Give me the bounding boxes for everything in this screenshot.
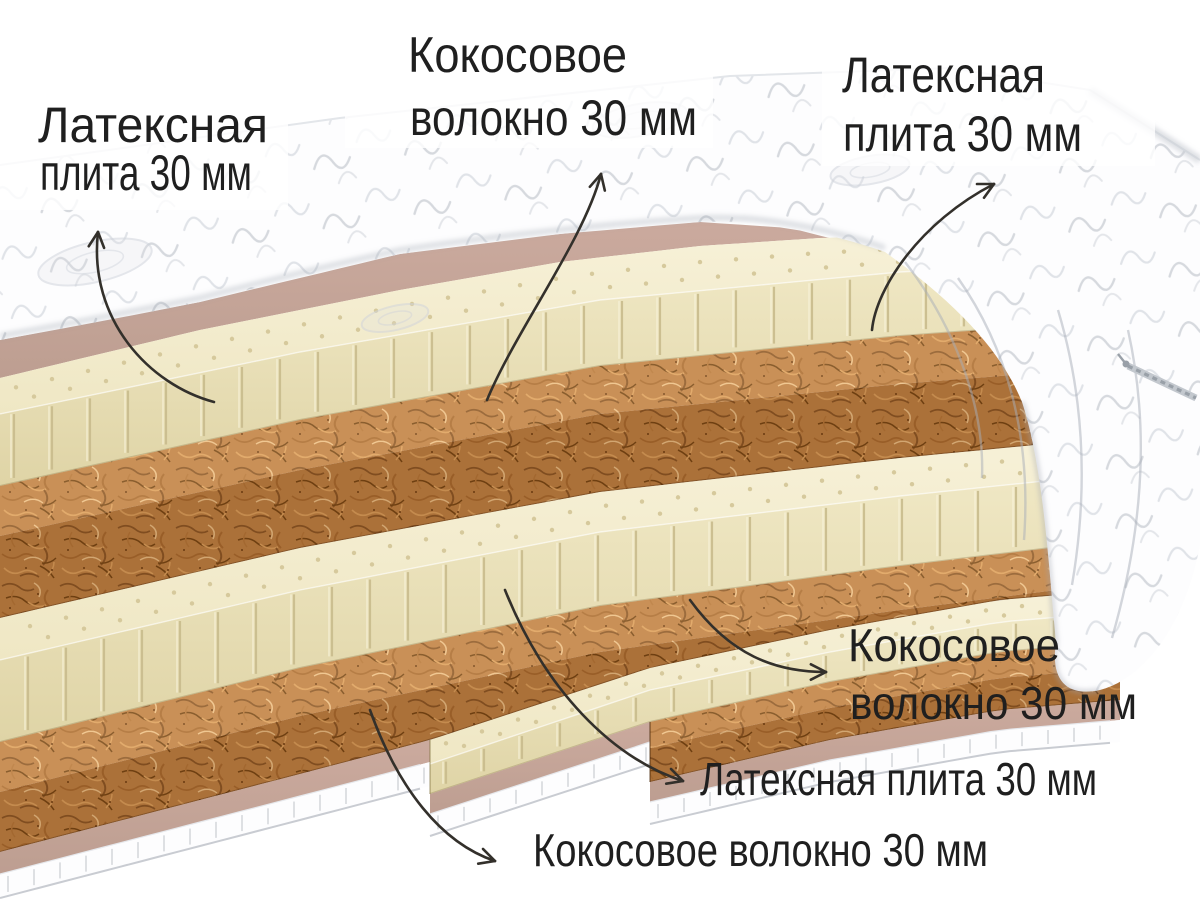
callout-latex-bottom-right: Латексная плита 30 мм bbox=[700, 753, 1097, 805]
label-coir-top-center-line1: Кокосовое bbox=[408, 27, 627, 83]
callout-arrows bbox=[87, 172, 996, 865]
callout-latex-top-left: Латексная плита 30 мм bbox=[0, 58, 288, 210]
label-backdrop bbox=[0, 58, 288, 210]
label-coir-right-line1: Кокосовое bbox=[848, 619, 1060, 671]
callout-coir-right: Кокосовое волокно 30 мм bbox=[848, 619, 1137, 729]
label-backdrop bbox=[822, 40, 1155, 166]
label-latex-top-right-line1: Латексная bbox=[842, 47, 1045, 103]
arrow-latex-top-right bbox=[870, 182, 996, 332]
label-coir-right-line2: волокно 30 мм bbox=[850, 677, 1137, 729]
mattress-bottom-left bbox=[0, 740, 430, 899]
arrow-latex-bottom-right bbox=[503, 588, 685, 785]
label-latex-bottom-right-line1: Латексная плита 30 мм bbox=[700, 753, 1097, 805]
mattress-bottom-right bbox=[649, 700, 1120, 825]
mattress-bottom-middle bbox=[429, 722, 651, 837]
label-coir-top-center-line2: волокно 30 мм bbox=[410, 90, 697, 146]
callout-labels: Латексная плита 30 мм Кокосовое волокно … bbox=[0, 22, 1155, 876]
zipper-icon bbox=[1117, 353, 1198, 402]
label-coir-bottom-line1: Кокосовое волокно 30 мм bbox=[533, 824, 988, 876]
label-backdrop bbox=[345, 22, 713, 148]
arrow-coir-bottom bbox=[368, 708, 497, 865]
callout-latex-top-right: Латексная плита 30 мм bbox=[822, 40, 1155, 166]
callout-coir-top-center: Кокосовое волокно 30 мм bbox=[345, 22, 713, 148]
label-latex-top-right-line2: плита 30 мм bbox=[843, 106, 1082, 162]
callout-coir-bottom: Кокосовое волокно 30 мм bbox=[533, 824, 988, 876]
arrow-coir-top-center bbox=[485, 172, 607, 402]
mattress-layers-art bbox=[0, 66, 1200, 899]
label-latex-top-left-line1: Латексная bbox=[38, 97, 268, 153]
layer-felt-top bbox=[0, 222, 845, 378]
layer-coir-3 bbox=[649, 642, 1120, 783]
arrow-latex-top-left bbox=[87, 230, 216, 404]
arrow-coir-right bbox=[688, 598, 828, 682]
quilted-cover bbox=[0, 66, 1200, 695]
label-latex-top-left-line2: плита 30 мм bbox=[40, 145, 252, 201]
